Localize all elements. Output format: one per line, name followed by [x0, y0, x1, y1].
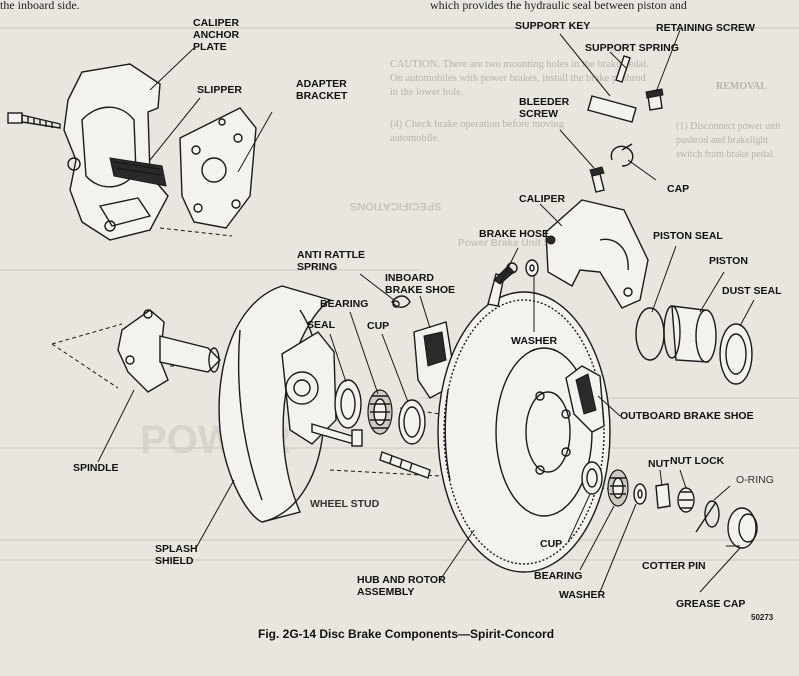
label-inboard-brake-shoe: INBOARD BRAKE SHOE — [385, 272, 456, 296]
label-spindle: SPINDLE — [73, 462, 119, 474]
long-bolt — [311, 423, 363, 447]
label-washer-top: WASHER — [511, 335, 558, 347]
label-support-spring: SUPPORT SPRING — [585, 42, 679, 54]
support-key-part — [587, 95, 637, 123]
dust-seal-part — [719, 323, 753, 385]
label-anti-rattle-spring: ANTI RATTLE SPRING — [297, 249, 366, 273]
leader-lines — [97, 29, 755, 593]
label-outboard-brake-shoe: OUTBOARD BRAKE SHOE — [620, 410, 754, 422]
label-seal: SEAL — [307, 319, 336, 331]
label-grease-cap: GREASE CAP — [676, 598, 746, 610]
spindle — [117, 309, 221, 393]
hub-rotor — [437, 291, 611, 573]
anti-rattle-spring-part — [391, 295, 411, 308]
label-piston: PISTON — [709, 255, 748, 267]
label-nut: NUT — [648, 458, 670, 470]
bg-caution-text: CAUTION: There are two mounting holes in… — [390, 59, 649, 98]
seal-part — [334, 379, 362, 429]
backing-hub — [281, 331, 337, 445]
mounting-bolt — [7, 112, 61, 129]
background-rules — [0, 27, 799, 561]
cup-bottom-part — [581, 461, 603, 495]
caliper-anchor-plate — [63, 63, 169, 241]
label-hub-and-rotor-assembly: HUB AND ROTOR ASSEMBLY — [357, 574, 446, 598]
label-o-ring: O-RING — [736, 474, 774, 486]
label-bleeder-screw: BLEEDER SCREW — [519, 96, 570, 120]
bg-power-heading: Power Brake Unit Specifications — [458, 238, 612, 249]
nut-part — [655, 483, 671, 509]
outboard-brake-shoe-part — [565, 365, 605, 433]
bg-disconnect-text: (1) Disconnect power unit pushrod and br… — [676, 121, 781, 160]
bearing-top-part — [367, 389, 393, 435]
nut-lock-part — [677, 487, 695, 513]
piston-part — [663, 305, 717, 363]
retaining-screw-part — [645, 88, 664, 111]
adapter-bracket — [179, 107, 257, 229]
top-left-text: the inboard side. — [0, 0, 80, 12]
label-cap: CAP — [667, 183, 690, 195]
label-brake-hose: BRAKE HOSE — [479, 228, 550, 240]
top-right-text: which provides the hydraulic seal betwee… — [430, 0, 687, 12]
label-adapter-bracket: ADAPTER BRACKET — [296, 78, 348, 102]
label-support-key: SUPPORT KEY — [515, 20, 591, 32]
caliper-part — [545, 199, 649, 309]
o-ring-part — [704, 500, 720, 528]
label-caliper: CALIPER — [519, 193, 566, 205]
label-cup-bottom: CUP — [540, 538, 563, 550]
label-slipper: SLIPPER — [197, 84, 242, 96]
cotter-pin-part — [695, 501, 717, 533]
label-washer-bottom: WASHER — [559, 589, 606, 601]
wheel-stud-part — [379, 451, 431, 479]
bg-removal-heading: REMOVAL — [716, 81, 767, 92]
label-splash-shield: SPLASH SHIELD — [155, 543, 198, 567]
bearing-bottom-part — [607, 469, 629, 507]
washer-bottom-part — [633, 483, 647, 505]
construction-line-left — [51, 227, 233, 389]
label-cup-top: CUP — [367, 320, 390, 332]
label-dust-seal: DUST SEAL — [722, 285, 782, 297]
bleeder-screw-part — [589, 166, 605, 193]
label-caliper-anchor-plate: CALIPER ANCHOR PLATE — [193, 17, 240, 53]
label-cotter-pin: COTTER PIN — [642, 560, 706, 572]
cap-part — [610, 143, 634, 167]
slipper — [109, 157, 167, 187]
grease-cap-part — [727, 507, 758, 549]
label-wheel-stud: WHEEL STUD — [310, 498, 380, 510]
piston-seal-part — [635, 307, 665, 361]
washer-top-part — [525, 259, 539, 277]
label-piston-seal: PISTON SEAL — [653, 230, 723, 242]
label-bearing-bottom: BEARING — [534, 570, 583, 582]
figure-caption: Fig. 2G-14 Disc Brake Components—Spirit-… — [258, 627, 555, 641]
bg-step-text: (4) Check brake operation before moving … — [390, 119, 565, 144]
cup-top-part — [398, 399, 426, 445]
figure-number: 50273 — [751, 613, 774, 622]
label-retaining-screw: RETAINING SCREW — [656, 22, 755, 34]
label-bearing-top: BEARING — [320, 298, 369, 310]
label-nut-lock: NUT LOCK — [670, 455, 725, 467]
